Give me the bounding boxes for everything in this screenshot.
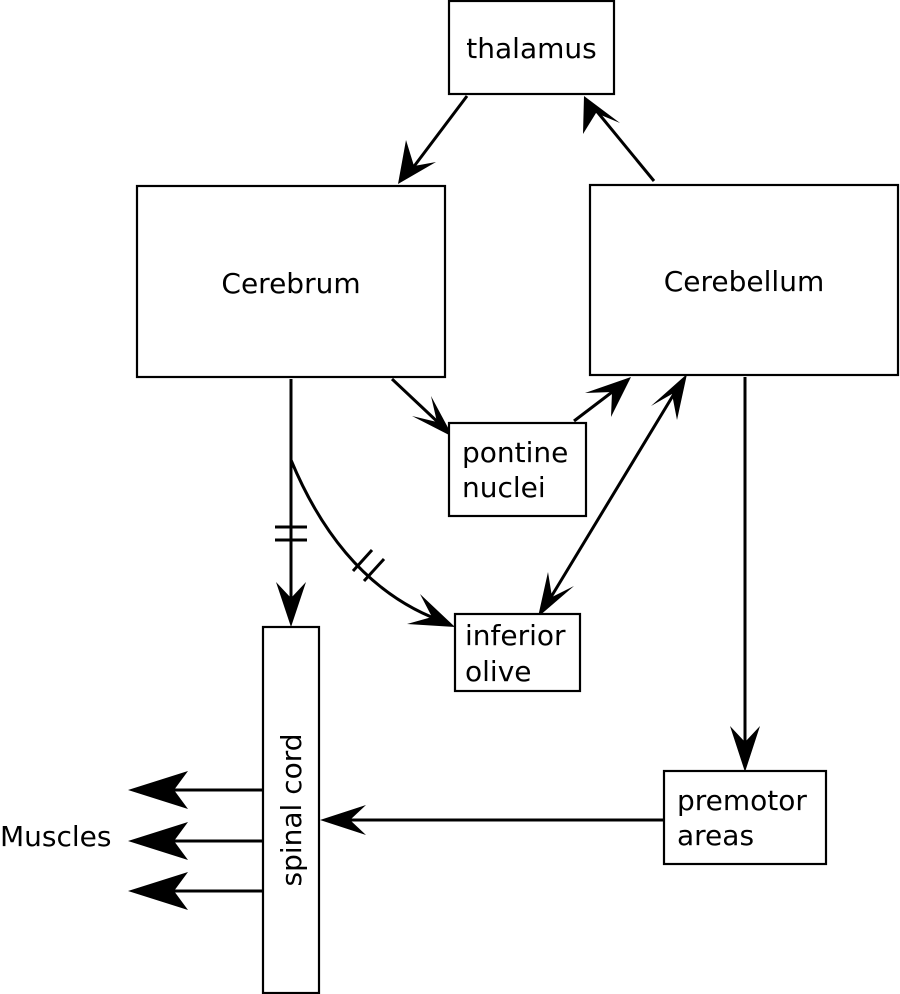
arrowhead-muscles-3 xyxy=(128,872,188,910)
node-premotor-areas-label-line1: premotor xyxy=(677,784,807,817)
node-thalamus-label: thalamus xyxy=(466,32,596,65)
edge-cerebrum-to-pontine xyxy=(390,377,445,429)
node-inferior-olive-label-line1: inferior xyxy=(465,619,566,652)
node-cerebellum: Cerebellum xyxy=(588,183,900,377)
node-cerebrum-label: Cerebrum xyxy=(221,267,360,300)
arrowhead-cerebellum-to-olive xyxy=(538,572,574,617)
node-pontine-nuclei: pontine nuclei xyxy=(447,421,588,518)
arrowhead-cerebellum-to-premotor xyxy=(730,726,760,772)
node-inferior-olive: inferior olive xyxy=(453,612,582,693)
lesion-mark-olive-1 xyxy=(351,548,374,573)
arrowhead-thalamus-to-cerebrum xyxy=(398,140,436,184)
edge-cerebrum-to-olive xyxy=(289,459,451,626)
node-premotor-areas: premotor areas xyxy=(662,769,828,866)
edge-olive-cerebellum xyxy=(543,383,682,608)
arrowhead-premotor-to-spinal xyxy=(320,805,366,835)
edge-thalamus-to-cerebrum xyxy=(404,95,469,178)
arrowhead-pontine-to-cerebellum xyxy=(585,377,631,417)
arrowhead-olive-to-cerebellum xyxy=(651,374,687,420)
edges xyxy=(138,95,747,893)
arrowhead-muscles-2 xyxy=(128,822,188,860)
arrowheads xyxy=(128,96,760,910)
node-pontine-nuclei-label-line1: pontine xyxy=(462,436,568,469)
node-thalamus: thalamus xyxy=(447,0,616,96)
arrowhead-cerebrum-to-pontine xyxy=(412,396,453,437)
arrowhead-muscles-1 xyxy=(128,771,188,809)
muscles-label: Muscles xyxy=(0,820,111,853)
arrowhead-cerebellum-to-thalamus xyxy=(583,96,620,134)
node-cerebellum-label: Cerebellum xyxy=(664,265,824,298)
node-spinal-cord-label: spinal cord xyxy=(275,733,308,886)
arrowhead-cerebrum-to-spinal xyxy=(276,582,306,627)
node-premotor-areas-label-line2: areas xyxy=(677,819,754,852)
edge-cerebellum-to-thalamus xyxy=(588,102,656,182)
arrowhead-cerebrum-to-olive xyxy=(407,594,455,627)
node-cerebrum: Cerebrum xyxy=(135,184,447,379)
node-pontine-nuclei-label-line2: nuclei xyxy=(462,471,546,504)
lesion-mark-olive-2 xyxy=(362,557,386,583)
node-inferior-olive-label-line2: olive xyxy=(465,655,532,688)
node-spinal-cord: spinal cord xyxy=(261,625,321,994)
